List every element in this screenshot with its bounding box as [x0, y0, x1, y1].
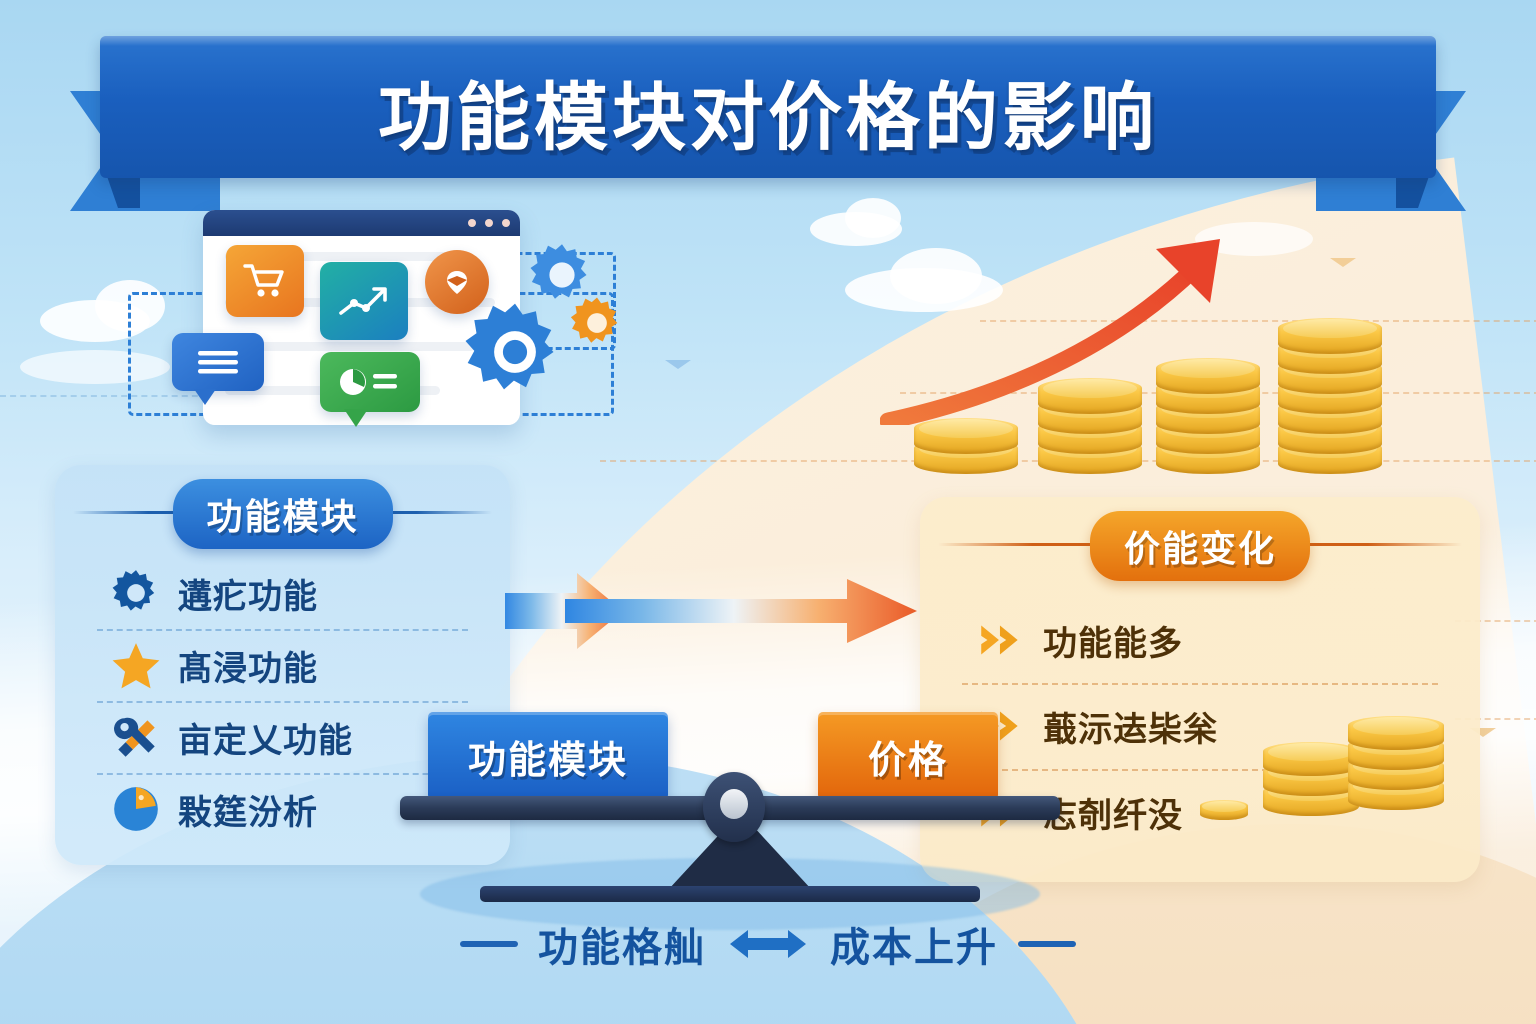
double-chevron-icon — [975, 614, 1027, 666]
footer-caption: 功能格舢 成本上升 — [0, 915, 1536, 973]
decor-dashline — [1455, 620, 1536, 622]
location-pin-badge — [425, 250, 489, 314]
scale-block-right: 价格 — [818, 712, 998, 800]
star-icon — [110, 639, 162, 691]
flow-arrow — [505, 573, 917, 649]
gear-icon — [110, 567, 162, 619]
list-item[interactable]: 髙浸功能 — [55, 629, 510, 701]
balance-scale: 功能模块 价格 — [400, 690, 1080, 930]
list-item-label: 功能能多 — [1043, 623, 1183, 664]
caption-dash — [1018, 941, 1076, 947]
gear-icon — [465, 303, 554, 390]
list-item-label: 髙浸功能 — [178, 648, 318, 689]
function-modules-list: 遘疕功能 髙浸功能 — [55, 557, 510, 845]
tools-icon — [110, 711, 162, 763]
pie-chart-bubble-icon — [340, 369, 397, 395]
paper-boat-icon — [1330, 258, 1356, 267]
paper-boat-icon — [1470, 728, 1496, 737]
coin — [1200, 800, 1248, 820]
panel-right-header: 价能变化 — [1089, 511, 1311, 581]
list-item[interactable]: 遘疕功能 — [55, 557, 510, 629]
list-item[interactable]: 功能能多 — [920, 597, 1480, 683]
pie-chart-icon — [110, 783, 162, 835]
coin — [914, 418, 1018, 454]
chat-list-bubble — [172, 333, 264, 405]
placeholder-line — [225, 342, 475, 351]
bubble-tail — [194, 389, 216, 405]
list-item[interactable]: 蕺沶迲枈枀 — [920, 683, 1480, 769]
list-item[interactable]: 亩定乂功能 — [55, 701, 510, 773]
list-item-label: 亩定乂功能 — [178, 720, 353, 761]
caption-left-text: 功能格舢 — [538, 925, 706, 971]
page-title: 功能模块对价格的影响 — [378, 75, 1158, 161]
gear-icon — [530, 244, 587, 299]
list-item-label: 志剞纤没 — [1043, 795, 1183, 836]
cloud-icon — [20, 350, 170, 384]
ribbon-band — [100, 36, 1436, 178]
shopping-cart-card — [226, 245, 304, 317]
double-headed-arrow-icon — [730, 930, 806, 958]
coin — [1263, 742, 1359, 776]
scale-pivot-knob — [703, 772, 765, 842]
window-dot-icon — [468, 219, 476, 227]
placeholder-line — [225, 252, 455, 261]
decor-dashline — [1455, 718, 1536, 720]
cloud-icon — [890, 248, 982, 304]
scale-base — [480, 886, 980, 902]
scale-block-left: 功能模块 — [428, 712, 668, 800]
coin — [1278, 318, 1382, 354]
coin — [1038, 378, 1142, 414]
list-item-label: 遘疕功能 — [178, 576, 318, 617]
list-item-label: 蕺沶迲枈枀 — [1043, 709, 1218, 750]
coin — [1348, 716, 1444, 750]
location-pin-icon — [447, 271, 467, 294]
coin — [1156, 358, 1260, 394]
pie-chart-bubble — [320, 352, 420, 427]
cloud-icon — [845, 198, 901, 238]
caption-right-text: 成本上升 — [830, 925, 998, 971]
window-dot-icon — [485, 219, 493, 227]
decor-dashline — [980, 320, 1536, 322]
trend-chart-card — [320, 262, 408, 340]
panel-left-header: 功能模块 — [172, 479, 393, 549]
list-item[interactable]: 敤筳汾析 — [55, 773, 510, 845]
placeholder-line — [363, 252, 471, 261]
rising-arrow-icon — [880, 239, 1220, 425]
paper-boat-icon — [665, 360, 691, 369]
title-ribbon: 功能模块对价格的影响 — [70, 36, 1466, 211]
window-dot-icon — [502, 219, 510, 227]
caption-dash — [460, 941, 518, 947]
trend-chart-icon — [339, 287, 387, 315]
shopping-cart-icon — [243, 264, 284, 297]
gear-icon — [570, 297, 618, 343]
bubble-tail — [344, 409, 368, 427]
browser-titlebar — [203, 210, 520, 236]
list-item-label: 敤筳汾析 — [178, 792, 318, 833]
chat-list-icon — [198, 351, 238, 374]
